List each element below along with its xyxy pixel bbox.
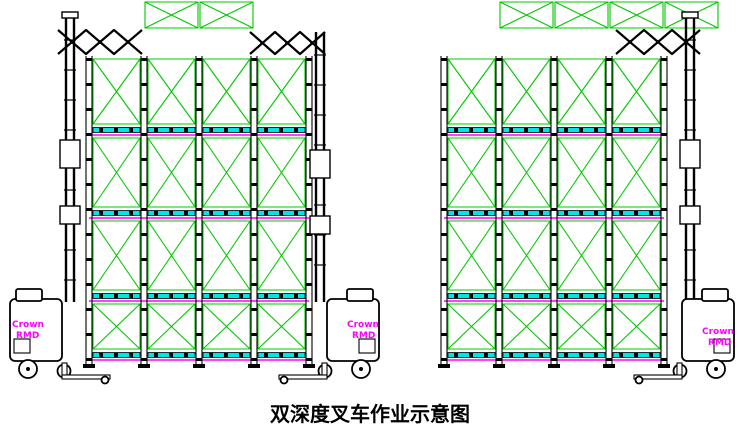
- pantograph-right-icon: [615, 28, 701, 56]
- pantograph-left-icon: [57, 28, 143, 56]
- left-rack: [83, 56, 315, 368]
- forklift-right-model-label: RMD: [708, 338, 731, 348]
- forklift-left-model-label: RMD: [16, 331, 39, 341]
- middle-mast: [309, 32, 331, 302]
- right-rack: [438, 56, 670, 368]
- forklift-left-brand-label: Crown: [12, 320, 44, 330]
- top-pallet-boxes-left: [144, 1, 254, 29]
- forklift-middle-model-label: RMD: [352, 331, 375, 341]
- forklift-right-brand-label: Crown: [702, 327, 734, 337]
- top-pallet-boxes-right: [499, 1, 719, 29]
- forklift-middle-brand-label: Crown: [347, 320, 379, 330]
- pantograph-middle-icon: [249, 30, 326, 56]
- diagram-caption: 双深度叉车作业示意图: [270, 402, 470, 426]
- right-mast: [679, 11, 701, 302]
- left-mast: [59, 11, 81, 302]
